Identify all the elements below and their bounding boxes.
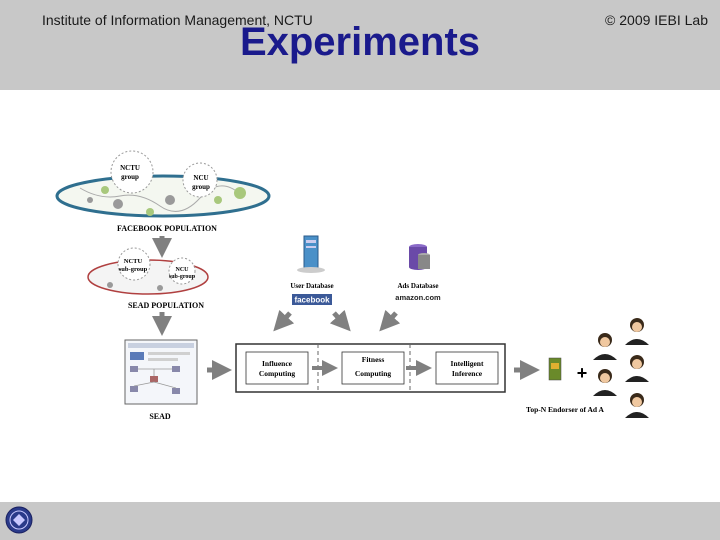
person-icon <box>593 333 617 360</box>
footer-copyright: © 2009 IEBI Lab <box>605 12 708 28</box>
step-fitness-2: Computing <box>355 369 392 378</box>
sead-group2-line1: NCU <box>176 267 190 273</box>
user-db-label: User Database <box>290 282 333 290</box>
footer-institute: Institute of Information Management, NCT… <box>42 12 313 28</box>
arrow-diag-1 <box>273 309 295 332</box>
person-icon <box>625 393 649 418</box>
sead-screenshot: SEAD <box>124 339 198 421</box>
step-fitness-1: Fitness <box>362 355 385 364</box>
step-intelligent-1: Intelligent <box>451 359 484 368</box>
sead-group1-line1: NCTU <box>124 258 143 265</box>
amazon-logo: amazon.com <box>395 293 441 302</box>
footer-bar <box>0 502 720 540</box>
ads-db-label: Ads Database <box>397 282 438 290</box>
endorsers: Top-N Endorser of Ad A <box>526 318 649 418</box>
fb-group1-line2: group <box>121 173 139 181</box>
facebook-population: NCTU group NCU group FACEBOOK POPULATION <box>55 150 271 233</box>
system-diagram: NCTU group NCU group FACEBOOK POPULATION… <box>55 150 649 421</box>
ads-database: Ads Database amazon.com <box>395 244 441 302</box>
institute-logo-icon <box>5 506 33 534</box>
arrow-diag-2 <box>329 309 351 332</box>
sead-population-label: SEAD POPULATION <box>128 301 204 310</box>
arrow-diag-3 <box>379 309 401 332</box>
person-icon <box>625 318 649 345</box>
sead-label: SEAD <box>149 412 171 421</box>
ad-product: + <box>548 357 588 383</box>
step-intelligent-2: Inference <box>452 369 483 378</box>
step-influence-1: Influence <box>262 359 293 368</box>
person-icon <box>593 369 617 396</box>
fb-population-label: FACEBOOK POPULATION <box>117 224 217 233</box>
fb-group2-line1: NCU <box>193 174 208 182</box>
sead-group1-line2: sub-group <box>119 266 148 273</box>
sead-group2-line2: sub-group <box>169 274 196 280</box>
sead-population: NCTU sub-group NCU sub-group SEAD POPULA… <box>87 247 209 310</box>
facebook-logo: facebook <box>294 296 330 305</box>
fb-group2-line2: group <box>192 183 210 191</box>
person-icon <box>625 355 649 382</box>
result-label: Top-N Endorser of Ad A <box>526 405 605 414</box>
slide-title: Experiments <box>239 20 481 64</box>
title-bar <box>0 0 720 90</box>
pipeline: Influence Computing Fitness Computing In… <box>235 343 506 393</box>
fb-group1-line1: NCTU <box>120 164 140 172</box>
user-database: User Database facebook <box>290 235 334 305</box>
plus-sign: + <box>577 363 588 383</box>
step-influence-2: Computing <box>259 369 296 378</box>
